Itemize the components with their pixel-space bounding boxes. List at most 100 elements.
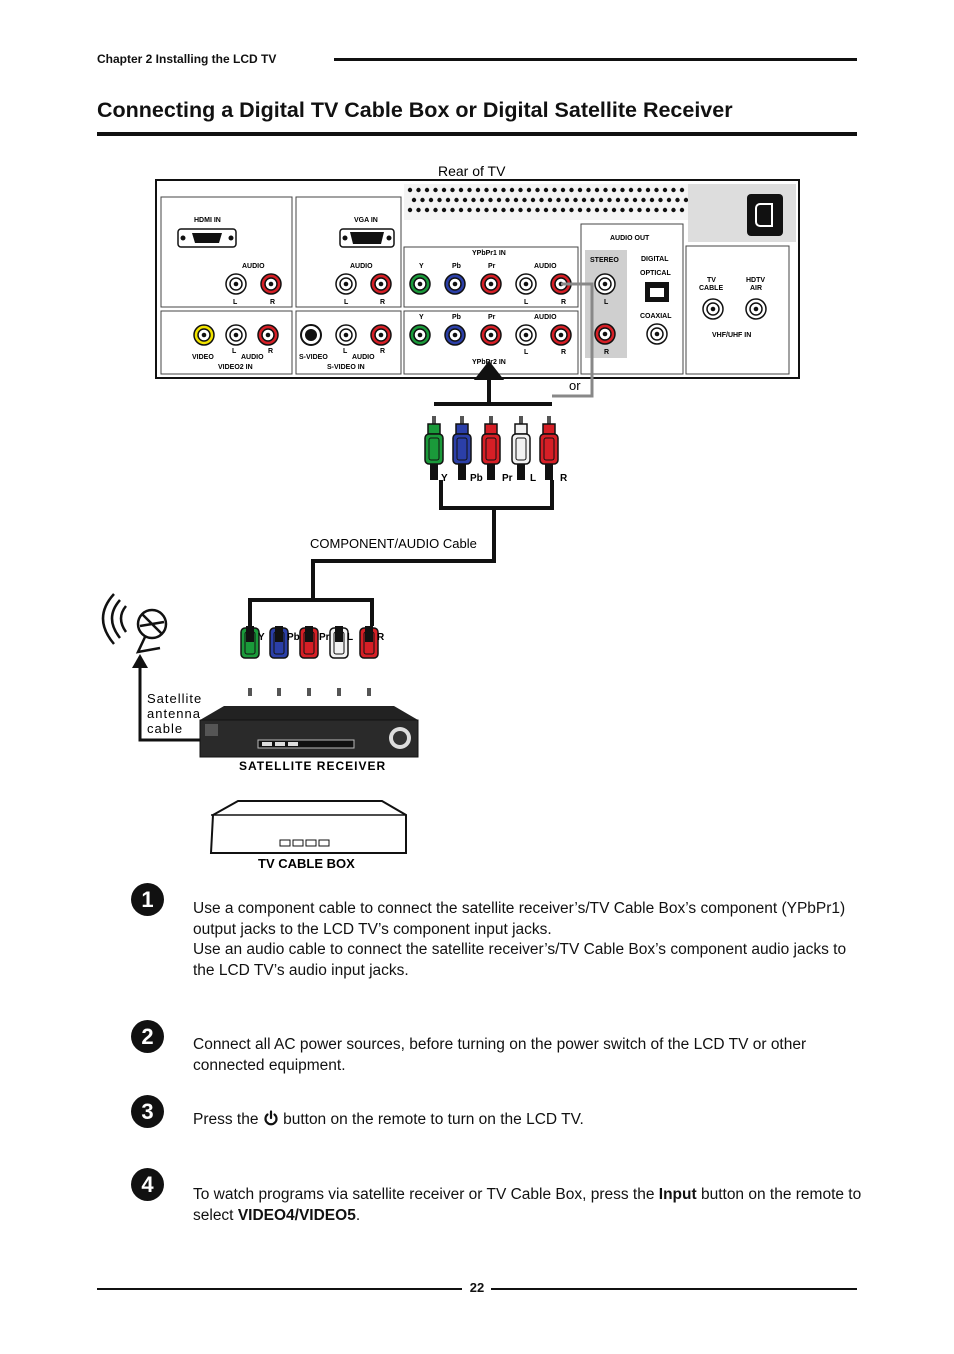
step-1-line-2: Use an audio cable to connect the satell…: [193, 941, 847, 979]
rca-jack: [225, 324, 247, 346]
optical-port-icon: [645, 282, 669, 302]
hdmi-port-icon: [177, 228, 237, 248]
antenna-label-antenna: antenna: [147, 706, 201, 721]
plug-label: R: [377, 632, 385, 643]
satellite-receiver-label: SATELLITE RECEIVER: [239, 759, 386, 773]
rca-jack: [702, 298, 724, 320]
ypbpr1-r-label: R: [561, 299, 566, 306]
rca-jack: [257, 324, 279, 346]
vga-audio-label: AUDIO: [350, 263, 373, 270]
ypbpr2-y-label: Y: [419, 314, 424, 321]
plug-label: R: [560, 473, 568, 484]
cable-label: CABLE: [699, 285, 723, 292]
svideo-audio-label: AUDIO: [352, 354, 375, 361]
step-3-before: Press the: [193, 1111, 263, 1128]
arrow-up-icon: [132, 654, 148, 668]
page-title: Connecting a Digital TV Cable Box or Dig…: [97, 98, 733, 122]
rca-jack: [480, 273, 502, 295]
arrow-up-icon: [473, 360, 505, 404]
ypbpr1-audio-label: AUDIO: [534, 263, 557, 270]
rca-plug: [240, 626, 260, 696]
hdmi-in-label: HDMI IN: [194, 217, 221, 224]
vent-holes: [407, 187, 689, 213]
plug-label: Y: [441, 473, 448, 484]
rca-plug: [269, 626, 289, 696]
rca-plug: [299, 626, 319, 696]
ypbpr2-audio-label: AUDIO: [534, 314, 557, 321]
stereo-l-label: L: [604, 299, 609, 306]
hdmi-audio-label: AUDIO: [242, 263, 265, 270]
svideo-l-label: L: [343, 348, 348, 355]
video-label: VIDEO: [192, 354, 214, 361]
step-4-text-2: button on the remote to select: [193, 1186, 862, 1224]
step-2-text: Connect all AC power sources, before tur…: [193, 1036, 807, 1074]
rca-jack: [745, 298, 767, 320]
rca-jack: [444, 324, 466, 346]
ypbpr2-r-label: R: [561, 349, 566, 356]
step-4-number: 4: [131, 1168, 164, 1201]
step-4-text-1: To watch programs via satellite receiver…: [193, 1186, 659, 1203]
rear-of-tv-label: Rear of TV: [438, 163, 506, 179]
rca-jack: [335, 273, 357, 295]
step-1-line-1: Use a component cable to connect the sat…: [193, 900, 846, 938]
coaxial-label: COAXIAL: [640, 313, 672, 320]
rca-jack: [594, 273, 616, 295]
rca-plug: [511, 416, 531, 480]
step-1-number: 1: [131, 883, 164, 916]
rca-jack: [370, 273, 392, 295]
input-button-name: Input: [658, 1186, 697, 1203]
or-label: or: [569, 378, 581, 393]
satellite-receiver: [199, 706, 419, 758]
hdtv-label: HDTV: [746, 277, 765, 284]
tv-label: TV: [707, 277, 716, 284]
step-3-text: Press the button on the remote to turn o…: [193, 1110, 863, 1131]
vga-in-label: VGA IN: [354, 217, 378, 224]
rca-jack: [370, 324, 392, 346]
rca-plug: [424, 416, 444, 480]
ypbpr1-in-label: YPbPr1 IN: [472, 250, 506, 257]
plug-label: Y: [258, 632, 265, 643]
tv-cable-box-label: TV CABLE BOX: [258, 856, 355, 871]
s-video-in-label: S-VIDEO IN: [327, 364, 365, 371]
plug-label: Pb: [287, 632, 300, 643]
step-2-number: 2: [131, 1020, 164, 1053]
rca-jack: [260, 273, 282, 295]
power-icon: [264, 1110, 278, 1126]
digital-label: DIGITAL: [641, 256, 669, 263]
ypbpr1-pb-label: Pb: [452, 263, 461, 270]
step-1-text: Use a component cable to connect the sat…: [193, 899, 863, 981]
footer-rule-right: [491, 1288, 857, 1290]
vga-port-icon: [339, 228, 395, 248]
chapter-header: Chapter 2 Installing the LCD TV: [97, 52, 277, 66]
rca-jack: [594, 323, 616, 345]
rca-jack: [480, 324, 502, 346]
stereo-r-label: R: [604, 349, 609, 356]
plug-label: L: [530, 473, 536, 484]
rca-jack: [515, 273, 537, 295]
plug-label: Pb: [470, 473, 483, 484]
ypbpr2-l-label: L: [524, 349, 529, 356]
rca-jack: [409, 273, 431, 295]
rca-jack: [550, 273, 572, 295]
video-source-name: VIDEO4/VIDEO5: [237, 1206, 356, 1224]
vga-r-label: R: [380, 299, 385, 306]
video2-audio-label: AUDIO: [241, 354, 264, 361]
rca-jack: [225, 273, 247, 295]
rca-plug: [481, 416, 501, 480]
audio-out-route: [552, 282, 594, 398]
step-4-text: To watch programs via satellite receiver…: [193, 1185, 863, 1226]
page-number: 22: [469, 1280, 485, 1295]
s-video-port-icon: [300, 324, 322, 346]
svideo-r-label: R: [380, 348, 385, 355]
air-label: AIR: [750, 285, 762, 292]
plug-label: Pr: [319, 632, 330, 643]
ypbpr2-pr-label: Pr: [488, 314, 496, 321]
ac-power-socket: [747, 194, 783, 236]
rca-jack: [444, 273, 466, 295]
cable-bundle-bottom: [248, 598, 374, 626]
audio-out-label: AUDIO OUT: [610, 235, 650, 242]
antenna-label-satellite: Satellite: [147, 691, 202, 706]
rca-plug: [452, 416, 472, 480]
